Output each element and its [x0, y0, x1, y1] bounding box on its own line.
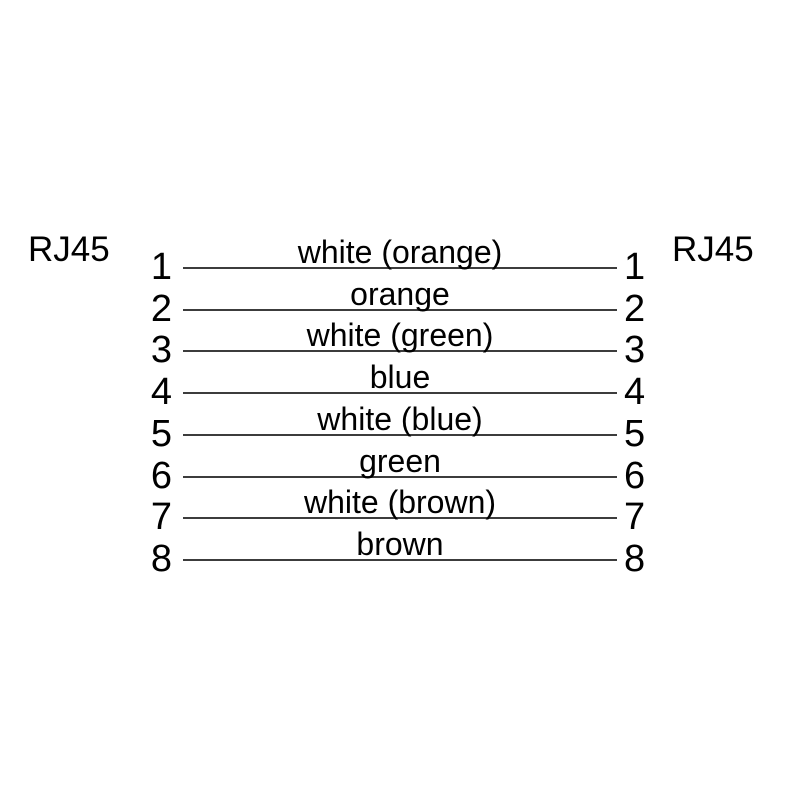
wire-color-label: white (green): [306, 317, 494, 353]
wire-color-label: white (orange): [297, 234, 503, 270]
pin-number-left: 8: [150, 538, 172, 580]
wire-color-label: white (blue): [317, 401, 483, 437]
pin-number-right: 8: [624, 538, 646, 580]
wire-line: [183, 434, 617, 436]
wire-line: [183, 392, 617, 394]
wire-color-label: green: [359, 443, 441, 479]
wire-line: [183, 476, 617, 478]
pin-number-left: 4: [150, 371, 172, 413]
pin-number-left: 7: [150, 496, 172, 538]
pin-number-right: 3: [624, 329, 646, 371]
pin-number-right: 6: [624, 455, 646, 497]
wire-line: [183, 350, 617, 352]
pin-number-right: 1: [624, 246, 646, 288]
wire-color-label: blue: [369, 359, 431, 395]
pin-number-right: 7: [624, 496, 646, 538]
right-connector-label: RJ45: [672, 230, 754, 269]
pin-number-right: 2: [624, 288, 646, 330]
pin-number-left: 6: [150, 455, 172, 497]
pin-number-right: 5: [624, 413, 646, 455]
wire-color-label: white (brown): [303, 484, 497, 520]
wire-color-label: orange: [350, 276, 450, 312]
left-connector-label: RJ45: [28, 230, 110, 269]
wire-line: [183, 267, 617, 269]
pin-number-left: 1: [150, 246, 172, 288]
wire-line: [183, 517, 617, 519]
pin-number-right: 4: [624, 371, 646, 413]
wire-line: [183, 309, 617, 311]
wire-line: [183, 559, 617, 561]
pin-number-left: 2: [150, 288, 172, 330]
pin-number-left: 3: [150, 329, 172, 371]
pin-number-left: 5: [150, 413, 172, 455]
wire-color-label: brown: [356, 526, 444, 562]
